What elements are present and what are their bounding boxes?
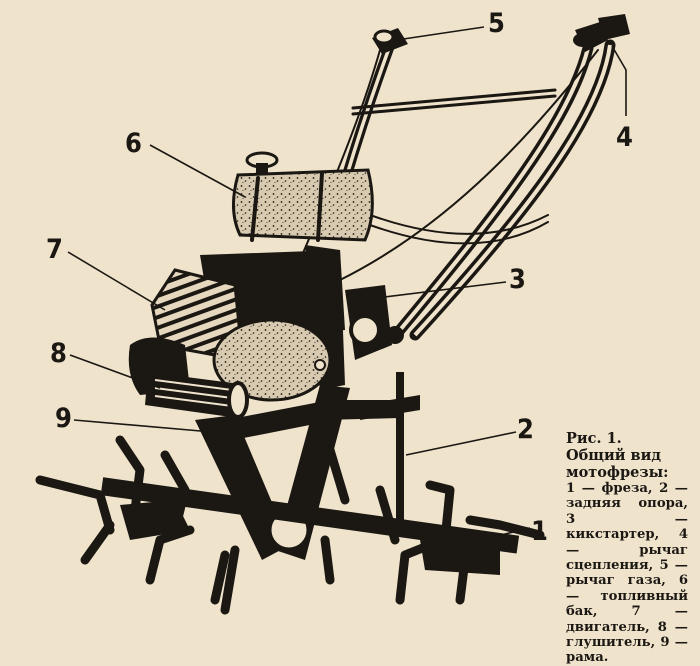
caption-subtitle: Общий вид мотофрезы:	[566, 447, 669, 481]
label-7: 7	[46, 234, 63, 265]
label-3: 3	[509, 264, 526, 295]
label-4: 4	[616, 122, 633, 153]
rototiller-illustration: 1 2 3 4 5 6 7 8 9	[35, 8, 633, 615]
figure-caption: Рис. 1. Общий вид мотофрезы: 1 — фреза, …	[566, 430, 688, 666]
engine	[128, 250, 345, 402]
leader-5	[389, 26, 485, 42]
label-9: 9	[55, 403, 72, 434]
label-1: 1	[531, 516, 548, 547]
leader-6	[149, 144, 246, 198]
leader-4	[611, 45, 627, 116]
rear-support	[360, 372, 420, 522]
label-2: 2	[517, 414, 534, 445]
leader-8	[69, 354, 161, 389]
label-6: 6	[125, 128, 142, 159]
leader-7	[67, 251, 166, 311]
leader-1	[459, 527, 531, 546]
leader-3	[359, 281, 507, 301]
kickstarter-case	[345, 285, 404, 360]
label-8: 8	[50, 338, 67, 369]
tiller-cutter	[35, 435, 545, 615]
leader-lines	[67, 26, 627, 546]
fuel-tank	[232, 151, 374, 242]
figure-labels: 1 2 3 4 5 6 7 8 9	[46, 8, 633, 547]
caption-legend: 1 — фреза, 2 — задняя опора, 3 — кикстар…	[566, 481, 688, 666]
leader-9	[73, 419, 213, 433]
muffler	[145, 372, 249, 419]
handlebar-right	[394, 14, 630, 341]
leader-2	[405, 431, 517, 456]
label-5: 5	[488, 8, 505, 39]
caption-title: Рис. 1.	[566, 430, 622, 447]
